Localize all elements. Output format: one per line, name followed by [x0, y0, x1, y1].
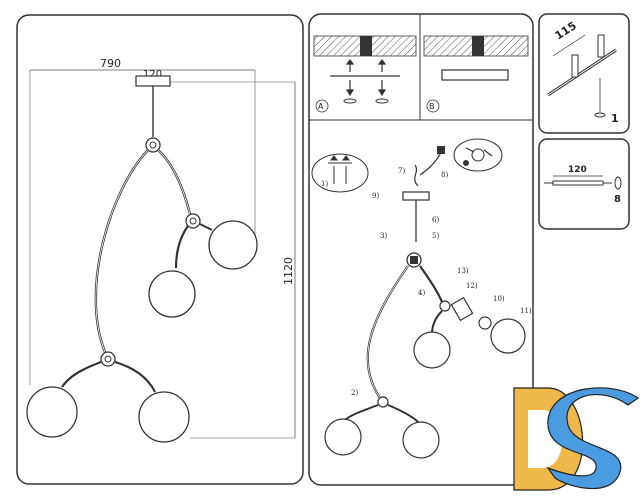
- step-label: 2): [351, 389, 358, 397]
- upper-joint: [145, 137, 161, 153]
- detail-callout: [311, 153, 369, 193]
- globe-shade: [402, 421, 440, 459]
- rod-panel: 120 8: [538, 138, 630, 230]
- mount-label: 120: [143, 69, 162, 80]
- variant-a-label: A: [318, 102, 324, 111]
- step-label: 4): [418, 289, 425, 297]
- threaded-rod: [552, 180, 604, 186]
- side-joint: [185, 213, 201, 229]
- side-arm: [419, 265, 444, 303]
- step-label: 8): [441, 171, 448, 179]
- width-label: 790: [100, 57, 121, 70]
- step-label: 3): [380, 232, 387, 240]
- step-label: 9): [372, 192, 379, 200]
- globe-shade: [148, 270, 196, 318]
- step-label: 1): [321, 180, 328, 188]
- main-arm: [366, 265, 409, 399]
- rod-dim-label: 120: [568, 165, 587, 175]
- middle-panel: A B 1) 7) 8) 9) 6) 3) 5): [308, 13, 534, 486]
- step-label: 5): [432, 232, 439, 240]
- tilted-shade: [208, 220, 258, 270]
- brand-logo: DS: [513, 387, 640, 491]
- ceiling-canopy: [135, 75, 171, 87]
- globe-shade: [413, 331, 451, 369]
- bracket-panel: 115 1: [538, 13, 630, 134]
- step-label: 7): [398, 167, 405, 175]
- rod-qty-label: 8: [614, 194, 621, 205]
- canopy: [402, 191, 430, 201]
- detail-callout: [453, 138, 503, 172]
- mounting-plate: [441, 69, 509, 81]
- bracket-dim-label: 115: [553, 19, 579, 42]
- bracket-qty-label: 1: [611, 112, 619, 125]
- globe-shade: [26, 386, 78, 438]
- step-label: 12): [466, 282, 478, 290]
- height-label: 1120: [282, 257, 295, 285]
- side-arm: [157, 149, 192, 215]
- globe-shade: [324, 418, 362, 456]
- step-label: 6): [432, 216, 439, 224]
- lower-joint: [377, 396, 389, 408]
- main-arm: [94, 149, 149, 353]
- globe-shade: [138, 391, 190, 443]
- variant-b-label: B: [429, 102, 435, 111]
- globe-shade: [490, 318, 526, 354]
- lower-joint: [100, 351, 116, 367]
- step-label: 11): [520, 307, 532, 315]
- step-label: 10): [493, 295, 505, 303]
- step-label: 13): [457, 267, 469, 275]
- left-panel: 790 120 1120 150: [16, 14, 304, 485]
- wiring: [414, 164, 419, 187]
- bulb-holder: [450, 296, 474, 322]
